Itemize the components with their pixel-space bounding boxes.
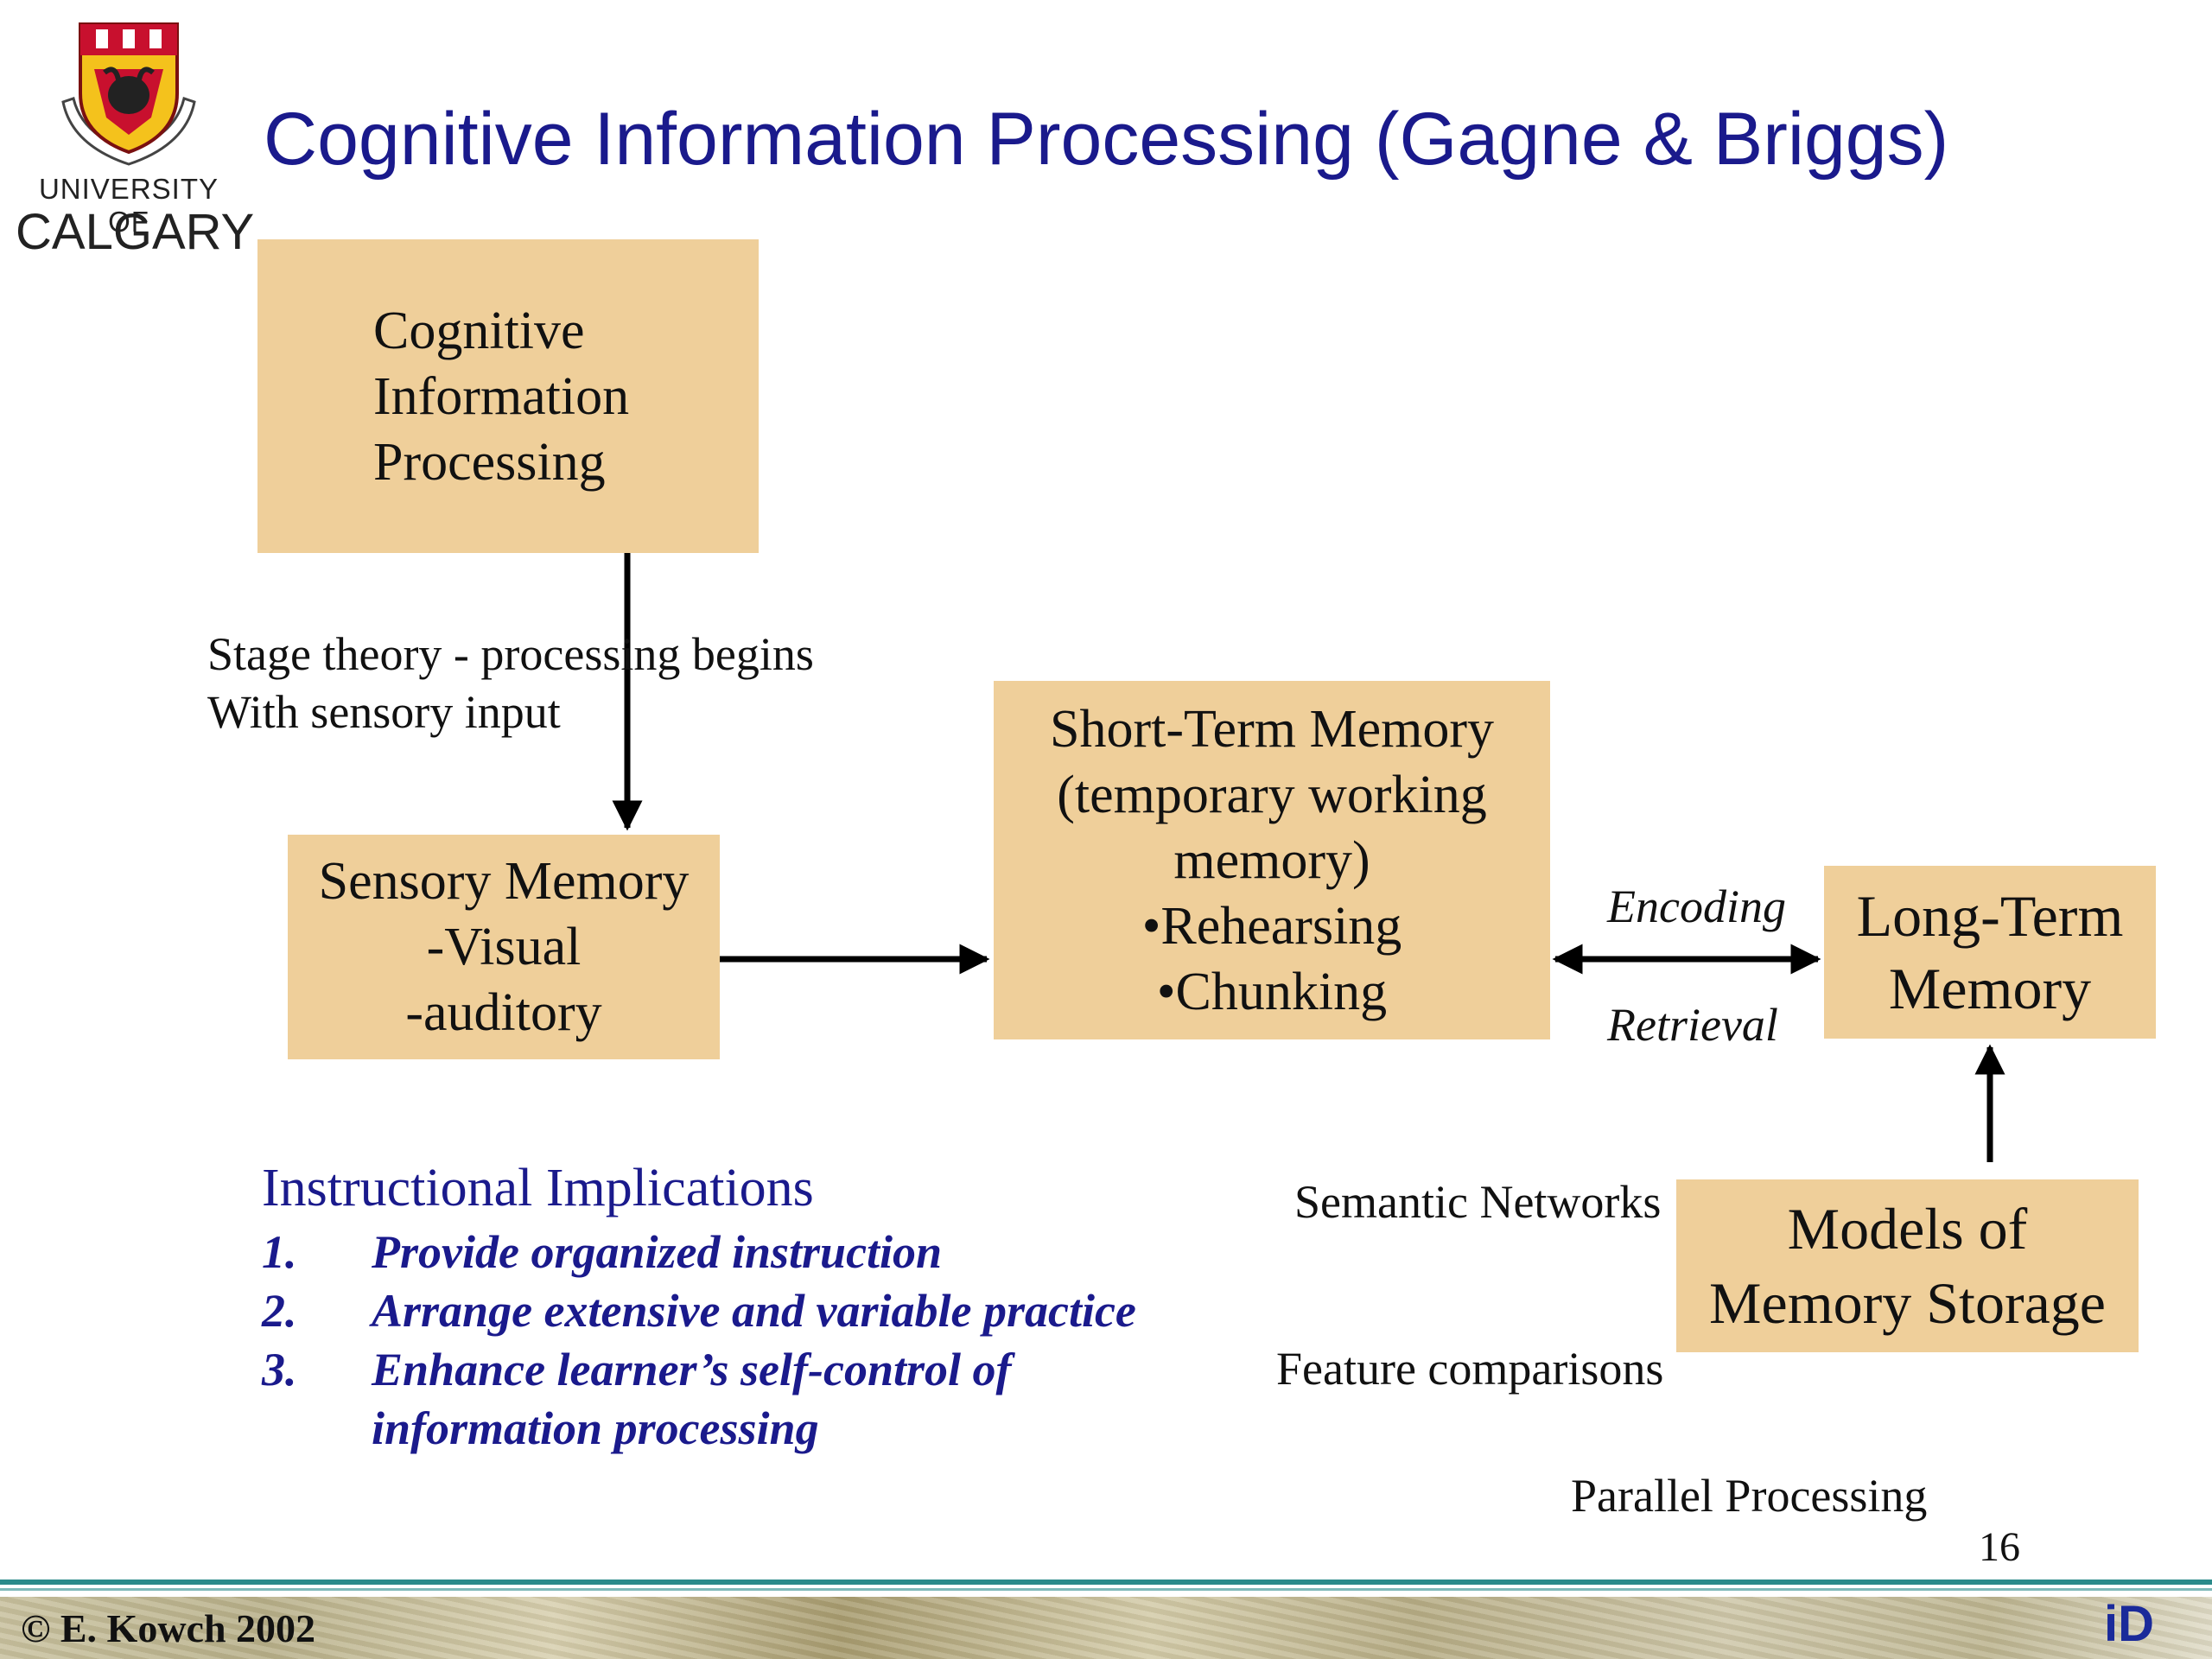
logo-text-line2: CALGARY	[16, 204, 255, 260]
copyright-text: © E. Kowch 2002	[21, 1606, 316, 1650]
box-line: •Rehearsing	[1141, 896, 1402, 956]
slide-title: Cognitive Information Processing (Gagne …	[264, 98, 1949, 181]
box-line: Processing	[373, 432, 606, 492]
semantic-networks-label: Semantic Networks	[1294, 1176, 1662, 1228]
box-line: Short-Term Memory	[1050, 699, 1494, 759]
implication-item-continued: information processing	[372, 1402, 819, 1454]
footer-divider-thin	[0, 1588, 2212, 1591]
stage-theory-label-line2: With sensory input	[207, 686, 561, 738]
box-sensory-memory: Sensory Memory -Visual -auditory	[288, 835, 720, 1059]
implication-number: 1.	[262, 1226, 297, 1278]
retrieval-label: Retrieval	[1607, 999, 1778, 1051]
feature-comparisons-label: Feature comparisons	[1276, 1343, 1664, 1395]
box-line: Memory	[1888, 956, 2092, 1021]
footer-divider	[0, 1580, 2212, 1585]
encoding-label: Encoding	[1607, 880, 1786, 932]
box-models-of-memory-storage: Models of Memory Storage	[1676, 1179, 2139, 1352]
id-logo-mark: iD	[2104, 1596, 2154, 1652]
box-line: Cognitive	[373, 301, 585, 360]
box-short-term-memory: Short-Term Memory (temporary working mem…	[994, 681, 1550, 1039]
university-crest-icon	[61, 22, 196, 166]
box-line: Models of	[1787, 1196, 2028, 1262]
implication-number: 2.	[262, 1285, 297, 1337]
box-line: Sensory Memory	[318, 852, 690, 911]
box-cognitive-information-processing: Cognitive Information Processing	[257, 239, 759, 553]
box-long-term-memory: Long-Term Memory	[1824, 866, 2156, 1039]
box-line: -Visual	[426, 918, 582, 976]
stage-theory-label-line1: Stage theory - processing begins	[207, 628, 814, 680]
box-line: (temporary working	[1057, 765, 1487, 824]
box-line: Long-Term	[1856, 883, 2124, 949]
box-line: Information	[373, 366, 630, 426]
implication-item: Arrange extensive and variable practice	[372, 1285, 1136, 1337]
box-line: Memory Storage	[1709, 1270, 2106, 1336]
parallel-processing-label: Parallel Processing	[1571, 1470, 1928, 1522]
implication-number: 3.	[262, 1344, 297, 1395]
page-number: 16	[1979, 1524, 2020, 1570]
university-logo: UNIVERSITY OF CALGARY	[16, 16, 254, 257]
logo-text-line1: UNIVERSITY OF	[38, 173, 219, 238]
implication-item: Provide organized instruction	[372, 1226, 943, 1278]
box-line: memory)	[1173, 830, 1370, 890]
implication-item: Enhance learner’s self-control of	[372, 1344, 1012, 1395]
footer-image-band	[0, 1597, 2212, 1659]
box-line: -auditory	[405, 983, 602, 1042]
box-line: •Chunking	[1156, 962, 1388, 1021]
implications-heading: Instructional Implications	[262, 1159, 814, 1217]
